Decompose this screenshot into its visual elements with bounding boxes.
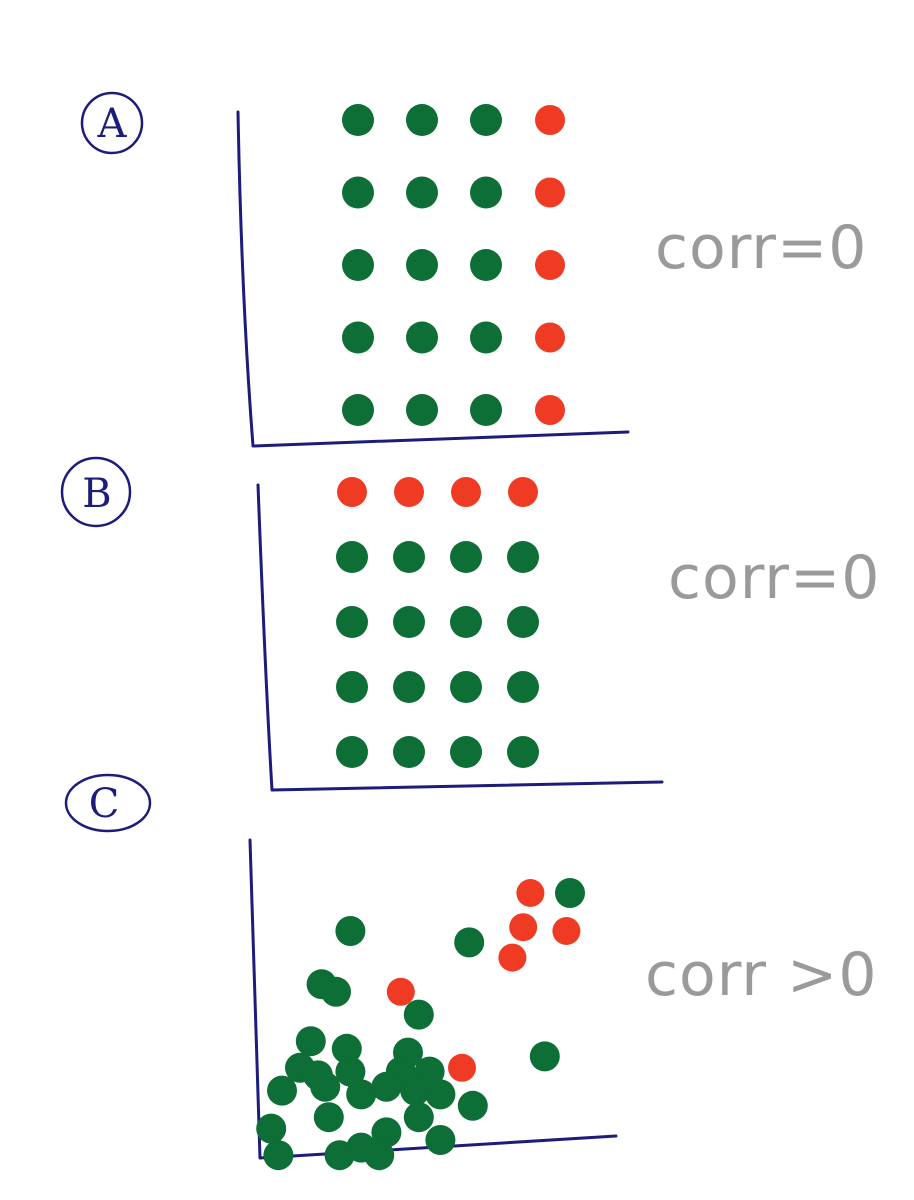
panel-c-point-red: [386, 977, 415, 1006]
panel-c-badge-label: C: [89, 781, 120, 827]
panel-c-point-green: [331, 1033, 362, 1064]
panel-b: B corr=0: [60, 456, 880, 792]
panel-c-point-green: [403, 1102, 434, 1133]
panel-c-points: [256, 878, 585, 1171]
panel-a-point-green: [406, 104, 438, 136]
panel-c-point-red: [516, 879, 545, 907]
panel-a-badge-circle: [80, 91, 144, 155]
panel-a-point-green: [406, 249, 438, 281]
panel-a-point-red: [535, 395, 565, 425]
panel-c-point-green: [267, 1075, 297, 1106]
panel-a-point-green: [342, 249, 374, 281]
panel-c-point-green: [346, 1079, 377, 1110]
panel-c-point-green: [454, 927, 485, 958]
panel-c-point-green: [335, 916, 366, 946]
panel-c-point-green: [263, 1140, 294, 1171]
panel-a-point-green: [342, 321, 374, 354]
panel-c-point-green: [335, 1056, 366, 1087]
panel-c-point-green: [400, 1075, 431, 1106]
panel-b-point-green: [393, 671, 425, 703]
panel-c-point-red: [509, 913, 538, 942]
panel-a: A corr=0: [80, 91, 867, 448]
panel-b-point-green: [507, 541, 539, 573]
panel-a-point-green: [470, 176, 502, 209]
panel-b-point-green: [450, 736, 482, 768]
panel-c-point-green: [529, 1041, 560, 1072]
panel-a-point-green: [406, 321, 438, 354]
panel-b-point-green: [336, 541, 368, 573]
panel-b-axes: [256, 483, 664, 792]
panel-b-badge-label: B: [82, 471, 111, 517]
panel-b-point-green: [393, 606, 425, 638]
panel-b-point-green: [393, 541, 425, 573]
panel-a-point-green: [470, 394, 502, 426]
panel-a-point-red: [535, 177, 565, 208]
panel-c-point-green: [321, 976, 351, 1007]
panel-c: C corr >0: [64, 773, 878, 1171]
panel-c-point-green: [457, 1090, 488, 1121]
panel-c-point-green: [425, 1125, 456, 1155]
panel-b-point-green: [450, 541, 482, 573]
panel-a-point-red: [535, 105, 565, 135]
panel-b-point-green: [336, 606, 368, 638]
panel-b-point-red: [394, 477, 424, 507]
panel-a-points: [342, 104, 565, 426]
panel-c-point-red: [552, 917, 581, 945]
panel-a-point-green: [470, 321, 502, 354]
panel-a-point-green: [406, 176, 438, 209]
panel-a-point-green: [470, 249, 502, 281]
panel-b-point-green: [507, 606, 539, 638]
panel-c-point-green: [403, 999, 434, 1030]
panel-a-point-red: [535, 322, 565, 353]
panel-c-point-green: [310, 1071, 341, 1102]
panel-c-point-green: [555, 878, 585, 908]
panel-c-point-green: [256, 1113, 287, 1144]
panel-a-annotation: corr=0: [655, 213, 867, 283]
panel-c-point-green: [313, 1102, 344, 1133]
panel-b-point-red: [451, 477, 481, 507]
panel-c-point-red: [448, 1053, 476, 1082]
panel-c-point-green: [371, 1117, 402, 1148]
panel-b-point-green: [450, 606, 482, 638]
panel-b-point-red: [508, 477, 538, 507]
panel-a-point-green: [406, 394, 438, 426]
panel-c-badge-circle: [64, 773, 152, 833]
panel-b-points: [336, 477, 539, 768]
panel-c-point-green: [425, 1079, 456, 1110]
panel-a-point-green: [342, 394, 374, 426]
panel-b-point-green: [336, 736, 368, 768]
panel-c-point-red: [498, 943, 527, 972]
panel-c-point-green: [371, 1071, 402, 1102]
panel-b-point-green: [450, 671, 482, 703]
panel-b-point-green: [336, 671, 368, 703]
panel-a-badge-label: A: [97, 101, 128, 147]
panel-c-point-green: [346, 1132, 377, 1163]
panel-b-point-green: [507, 671, 539, 703]
panel-b-point-green: [507, 736, 539, 768]
panel-a-point-red: [535, 250, 565, 280]
panel-c-annotation: corr >0: [645, 940, 878, 1010]
panel-a-axes: [236, 110, 630, 448]
panel-b-point-green: [393, 736, 425, 768]
panel-a-point-green: [342, 176, 374, 209]
panel-a-point-green: [470, 104, 502, 136]
panel-b-annotation: corr=0: [668, 543, 880, 613]
panel-c-point-green: [295, 1026, 326, 1057]
panel-b-badge-circle: [60, 456, 132, 528]
panel-a-point-green: [342, 104, 374, 136]
panel-b-point-red: [337, 477, 367, 507]
